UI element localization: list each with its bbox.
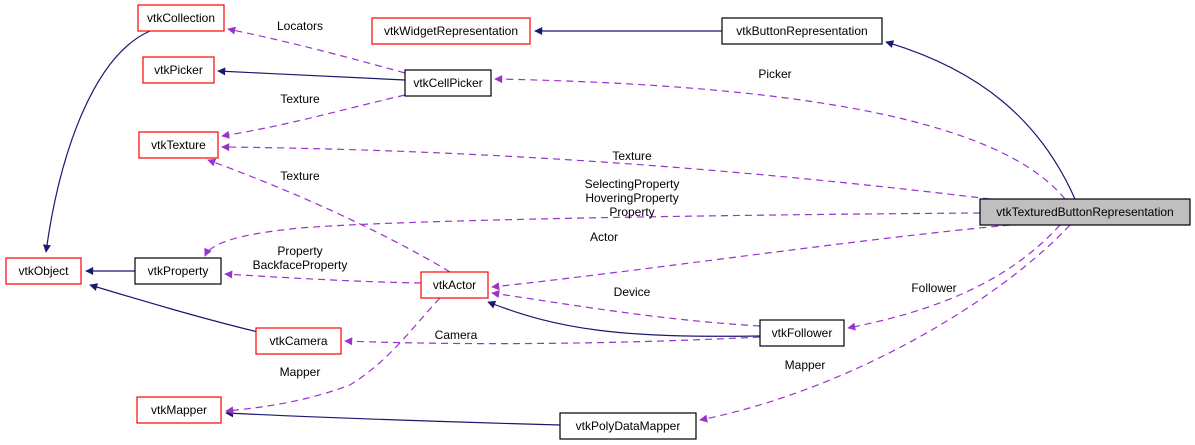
node-box[interactable] — [759, 319, 845, 347]
edge-usage-vtktexturedbuttonrepresentation-to-vtkfollower — [847, 224, 1061, 331]
edge-inheritance-vtkcollection-to-vtkobject — [43, 30, 151, 253]
node-box[interactable] — [979, 198, 1191, 226]
node-label: vtkCollection — [147, 11, 215, 25]
edge-usage-vtktexturedbuttonrepresentation-to-vtkactor — [491, 224, 1011, 291]
node-vtkcollection[interactable]: vtkCollection — [137, 4, 225, 32]
edge-label: Texture — [280, 169, 320, 183]
node-label: vtkMapper — [151, 403, 207, 417]
edge-usage-vtktexturedbuttonrepresentation-to-vtkproperty — [204, 212, 981, 257]
node-label: vtkPolyDataMapper — [576, 419, 681, 433]
node-vtkproperty[interactable]: vtkProperty — [134, 257, 222, 285]
edge-usage-vtkfollower-to-vtkactor — [491, 290, 761, 327]
node-box[interactable] — [137, 4, 225, 32]
edge-usage-vtkactor-to-vtktexture — [207, 158, 451, 273]
node-vtkcellpicker[interactable]: vtkCellPicker — [404, 69, 492, 97]
edge-label: Picker — [758, 67, 791, 81]
edge-label: Device — [614, 285, 651, 299]
node-vtkmapper[interactable]: vtkMapper — [136, 396, 222, 424]
node-box[interactable] — [136, 396, 222, 424]
edge-usage-vtkfollower-to-vtkcamera — [344, 336, 761, 346]
edge-label: Follower — [911, 281, 956, 295]
node-box[interactable] — [138, 131, 219, 159]
edge-label: Camera — [435, 328, 478, 342]
node-vtkwidgetrepresentation[interactable]: vtkWidgetRepresentation — [371, 17, 531, 45]
node-box[interactable] — [721, 17, 883, 45]
edge-inheritance-vtkcellpicker-to-vtkpicker — [217, 67, 406, 81]
node-vtkactor[interactable]: vtkActor — [420, 271, 489, 299]
edge-usage-vtkactor-to-vtkmapper — [225, 297, 441, 415]
node-box[interactable] — [5, 257, 82, 285]
node-box[interactable] — [134, 257, 222, 285]
node-box[interactable] — [255, 327, 342, 355]
node-label: vtkCellPicker — [413, 76, 482, 90]
node-label: vtkWidgetRepresentation — [384, 24, 518, 38]
node-box[interactable] — [142, 56, 215, 84]
node-box[interactable] — [404, 69, 492, 97]
node-box[interactable] — [559, 412, 697, 440]
node-vtktexturedbuttonrepresentation[interactable]: vtkTexturedButtonRepresentation — [979, 198, 1191, 226]
node-vtkpolydatamapper[interactable]: vtkPolyDataMapper — [559, 412, 697, 440]
node-label: vtkButtonRepresentation — [736, 24, 867, 38]
edge-label: Actor — [590, 230, 618, 244]
edge-label: Texture — [612, 149, 652, 163]
edge-inheritance-vtkcamera-to-vtkobject — [89, 283, 259, 333]
edge-label: Mapper — [785, 358, 826, 372]
node-box[interactable] — [371, 17, 531, 45]
edge-usage-vtkactor-to-vtkproperty — [224, 270, 422, 284]
node-vtktexture[interactable]: vtkTexture — [138, 131, 219, 159]
edge-label: Texture — [280, 92, 320, 106]
node-label: vtkCamera — [269, 334, 327, 348]
node-vtkcamera[interactable]: vtkCamera — [255, 327, 342, 355]
edge-label: Locators — [277, 19, 323, 33]
node-label: vtkTexturedButtonRepresentation — [996, 205, 1173, 219]
node-vtkfollower[interactable]: vtkFollower — [759, 319, 845, 347]
node-vtkpicker[interactable]: vtkPicker — [142, 56, 215, 84]
node-label: vtkFollower — [772, 326, 833, 340]
node-label: vtkProperty — [148, 264, 209, 278]
edge-usage-vtkcellpicker-to-vtkcollection — [227, 26, 406, 74]
edge-inheritance-vtkpolydatamapper-to-vtkmapper — [225, 409, 561, 426]
edge-usage-vtktexturedbuttonrepresentation-to-vtkcellpicker — [494, 75, 1066, 200]
node-label: vtkPicker — [154, 63, 203, 77]
node-label: vtkTexture — [151, 138, 206, 152]
node-box[interactable] — [420, 271, 489, 299]
edge-usage-vtktexturedbuttonrepresentation-to-vtktexture — [221, 143, 991, 200]
edge-inheritance-vtkfollower-to-vtkactor — [487, 300, 761, 337]
node-vtkbuttonrepresentation[interactable]: vtkButtonRepresentation — [721, 17, 883, 45]
node-label: vtkObject — [18, 264, 69, 278]
edge-label: Mapper — [280, 365, 321, 379]
edge-inheritance-vtktexturedbuttonrepresentation-to-vtkbuttonrepresentation — [885, 40, 1076, 200]
node-vtkobject[interactable]: vtkObject — [5, 257, 82, 285]
node-label: vtkActor — [433, 278, 476, 292]
edge-usage-vtktexturedbuttonrepresentation-to-vtkpolydatamapper — [699, 224, 1071, 423]
